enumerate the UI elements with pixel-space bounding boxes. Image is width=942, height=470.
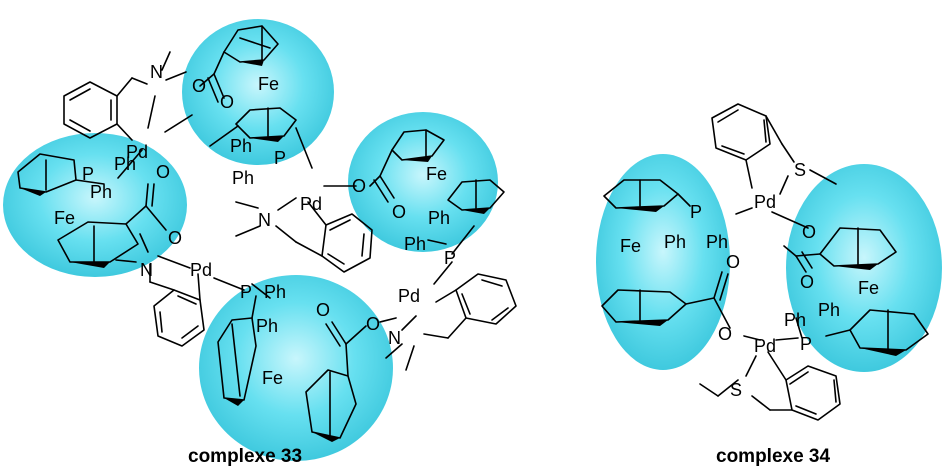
caption-complex-34: complexe 34 [716, 446, 830, 467]
ferrocene-highlight [3, 133, 187, 277]
atom-P: P [274, 148, 286, 168]
atom-Ph: Ph [428, 208, 450, 228]
atom-S: S [730, 380, 742, 400]
atom-P: P [82, 164, 94, 184]
complex-33-structure [17, 25, 517, 442]
atom-Ph: Ph [230, 136, 252, 156]
ferrocene-highlight [199, 275, 393, 461]
atom-O: O [802, 222, 816, 242]
atom-Pd: Pd [398, 286, 420, 306]
atom-O: O [156, 162, 170, 182]
atom-P: P [690, 202, 702, 222]
atom-N: N [258, 210, 271, 230]
atom-O: O [168, 228, 182, 248]
atom-N: N [388, 328, 401, 348]
atom-Ph: Ph [90, 182, 112, 202]
atom-O: O [392, 202, 406, 222]
atom-Fe: Fe [426, 164, 447, 184]
atom-Fe: Fe [262, 368, 283, 388]
atom-O: O [800, 272, 814, 292]
atom-O: O [726, 252, 740, 272]
atom-Pd: Pd [126, 142, 148, 162]
atom-Ph: Ph [256, 316, 278, 336]
atom-Fe: Fe [620, 236, 641, 256]
complex-34-labels: S Pd P Ph Ph Fe O O Fe O O Pd P Ph Ph S [620, 160, 879, 400]
atom-O: O [718, 324, 732, 344]
atom-Fe: Fe [258, 74, 279, 94]
atom-P: P [444, 248, 456, 268]
atom-O: O [192, 76, 206, 96]
atom-O: O [352, 176, 366, 196]
caption-complex-33: complexe 33 [188, 446, 302, 467]
atom-Ph: Ph [232, 168, 254, 188]
atom-Ph: Ph [664, 232, 686, 252]
atom-P: P [240, 282, 252, 302]
atom-Ph: Ph [114, 154, 136, 174]
atom-O: O [220, 92, 234, 112]
atom-Pd: Pd [754, 192, 776, 212]
atom-S: S [794, 160, 806, 180]
atom-O: O [366, 314, 380, 334]
atom-Pd: Pd [300, 194, 322, 214]
atom-Ph: Ph [818, 300, 840, 320]
atom-Ph: Ph [404, 234, 426, 254]
atom-Fe: Fe [858, 278, 879, 298]
atom-Pd: Pd [190, 260, 212, 280]
atom-Ph: Ph [264, 282, 286, 302]
atom-Ph: Ph [706, 232, 728, 252]
atom-N: N [140, 260, 153, 280]
ferrocene-highlight [348, 112, 498, 252]
atom-Ph: Ph [784, 310, 806, 330]
atom-Fe: Fe [54, 208, 75, 228]
atom-P: P [800, 334, 812, 354]
atom-N: N [150, 62, 163, 82]
atom-O: O [316, 300, 330, 320]
complex-34-structure [601, 103, 929, 421]
complex-33-labels: N O Pd O Fe Ph Ph P P Ph Ph Fe O O Pd N … [54, 62, 456, 388]
atom-Pd: Pd [754, 336, 776, 356]
